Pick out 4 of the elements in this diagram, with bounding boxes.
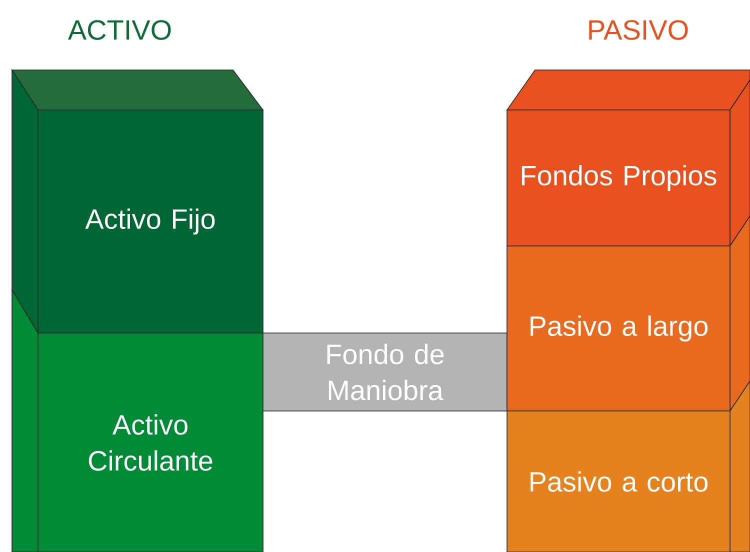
block: Pasivo a corto	[506, 380, 750, 552]
block: Fondo de Maniobra	[262, 332, 508, 412]
column-heading: ACTIVO	[68, 20, 171, 40]
column-heading: PASIVO	[589, 20, 688, 40]
